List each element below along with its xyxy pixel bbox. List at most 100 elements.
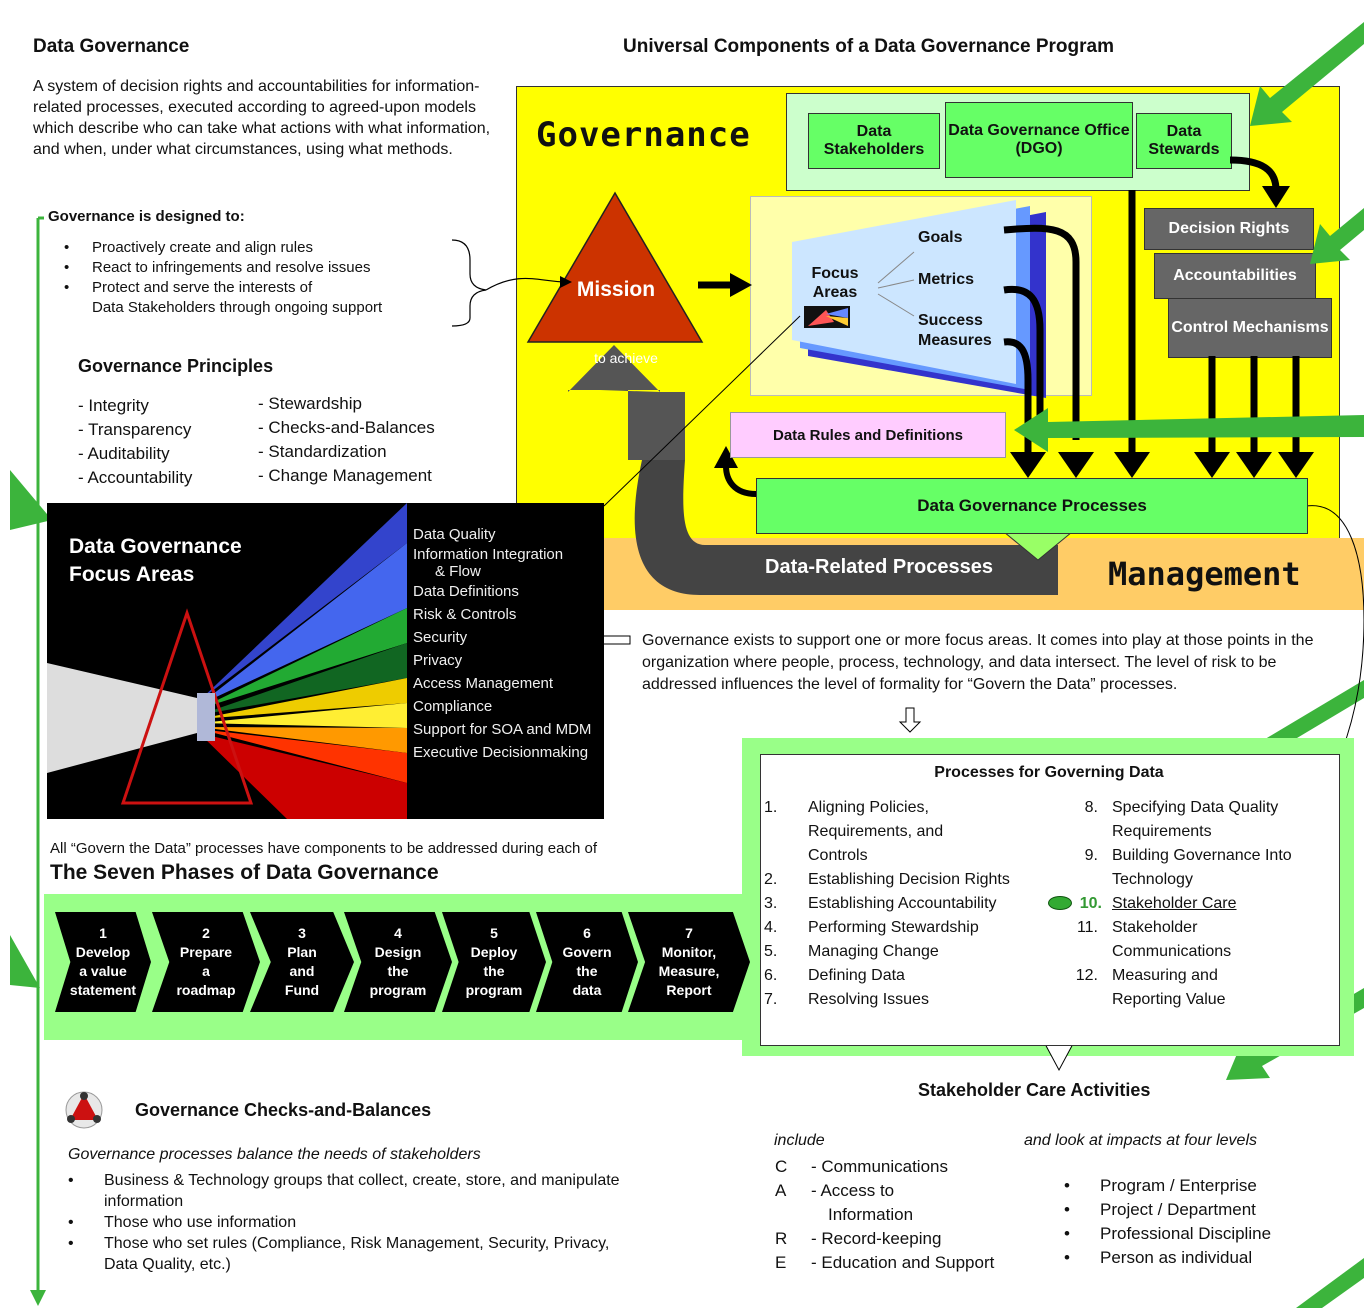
care-level: Program / Enterprise [1062, 1174, 1271, 1198]
accountabilities-box: Accountabilities [1154, 253, 1316, 299]
phases-title: The Seven Phases of Data Governance [50, 861, 439, 884]
process-text: Measuring and Reporting Value [1112, 967, 1226, 1008]
care-level: Professional Discipline [1062, 1222, 1271, 1246]
focus-area-item: Data Definitions [413, 583, 519, 600]
brace-icon [451, 239, 487, 327]
process-item: 6. Defining Data [764, 964, 1054, 988]
process-text: Establishing Accountability [808, 895, 997, 912]
checks-item: Those who set rules (Compliance, Risk Ma… [66, 1233, 626, 1275]
rules-definitions-box: Data Rules and Definitions [730, 412, 1006, 458]
process-item: 3.Establishing Accountability [764, 892, 1054, 916]
support-text: Governance exists to support one or more… [642, 632, 1314, 693]
designed-item-cont: Data Stakeholders through ongoing suppor… [92, 299, 383, 316]
processes-title: Processes for Governing Data [934, 764, 1164, 781]
principle: - Auditability [78, 444, 170, 463]
care-letters: C- Communications A- Access to Informati… [775, 1155, 994, 1275]
checks-title: Governance Checks-and-Balances [135, 1100, 432, 1120]
focus-area-item: Privacy [413, 652, 463, 669]
checks-balances-icon [65, 1091, 103, 1129]
checks-item: Those who use information [66, 1212, 626, 1233]
focus-area-item: & Flow [435, 563, 481, 580]
data-stewards-box: Data Stewards [1136, 113, 1232, 169]
focus-card [792, 200, 1016, 384]
dgo-box: Data Governance Office (DGO) [945, 102, 1133, 178]
principle: - Standardization [258, 442, 387, 461]
processes-col2: 8.Specifying Data Quality Requirements 9… [1068, 796, 1334, 1012]
principles-col2: - Stewardship - Checks-and-Balances - St… [258, 392, 435, 488]
care-letter-row: R- Record-keeping [775, 1229, 942, 1248]
principle: - Accountability [78, 468, 193, 487]
focus-area-item: Data Quality [413, 526, 496, 543]
designed-title: Governance is designed to: [48, 208, 245, 225]
care-level: Project / Department [1062, 1198, 1271, 1222]
process-number: 9. [1084, 847, 1098, 864]
process-item: 9.Building Governance Into Technology [1068, 844, 1334, 892]
process-number: 1. [764, 799, 778, 816]
principles-col1: - Integrity - Transparency - Auditabilit… [78, 394, 192, 490]
dg-processes-box: Data Governance Processes [756, 478, 1308, 534]
success-measures-label: Success Measures [918, 312, 992, 349]
process-number: 2. [764, 871, 778, 888]
principle: - Change Management [258, 466, 432, 485]
process-text: Defining Data [808, 967, 905, 984]
process-number: 11. [1076, 919, 1098, 936]
page-title: Data Governance [33, 36, 190, 57]
care-title: Stakeholder Care Activities [918, 1080, 1151, 1100]
highlight-dot-icon [1048, 896, 1072, 910]
to-achieve-label: to achieve [594, 350, 658, 366]
focus-area-item: Risk & Controls [413, 606, 517, 623]
process-text: Stakeholder Communications [1112, 919, 1232, 960]
process-number: 12. [1075, 967, 1098, 984]
designed-item: React to infringements and resolve issue… [62, 258, 382, 278]
designed-item: Protect and serve the interests of [62, 278, 382, 298]
management-label: Management [1108, 555, 1301, 593]
prism-graphic [47, 503, 407, 819]
process-item: 2.Establishing Decision Rights [764, 868, 1054, 892]
focus-area-item: Security [413, 629, 468, 646]
data-related-bar [700, 545, 1058, 595]
mission-triangle [526, 191, 704, 343]
process-text[interactable]: Stakeholder Care [1112, 895, 1237, 912]
process-item: 5. Managing Change [764, 940, 1054, 964]
process-number: 6. [764, 967, 778, 984]
processes-col1: 1. Aligning Policies, Requirements, and C… [764, 796, 1054, 1012]
process-number: 8. [1084, 799, 1098, 816]
process-text: Managing Change [808, 943, 939, 960]
metrics-label: Metrics [918, 271, 975, 288]
focus-image-title: Data Governance Focus Areas [69, 533, 242, 589]
principle: - Checks-and-Balances [258, 418, 435, 437]
care-letter-row: Information [828, 1205, 914, 1224]
care-levels: Program / Enterprise Project / Departmen… [1062, 1174, 1271, 1270]
process-number: 10. [1079, 895, 1102, 912]
decision-rights-box: Decision Rights [1144, 208, 1314, 250]
designed-list: Proactively create and align rules React… [62, 238, 382, 318]
data-related-label: Data-Related Processes [765, 556, 993, 578]
care-letter-row: A- Access to [775, 1181, 895, 1200]
to-achieve-arrow [568, 345, 685, 460]
checks-subtitle: Governance processes balance the needs o… [68, 1146, 481, 1163]
definition-text: A system of decision rights and accounta… [33, 78, 491, 158]
governance-label: Governance [536, 115, 751, 155]
focus-areas-image: Data Governance Focus Areas Data Quality… [47, 503, 604, 819]
designed-item: Proactively create and align rules [62, 238, 382, 258]
focus-area-item: Access Management [413, 675, 554, 692]
focus-area-list: Data Quality Information Integration & F… [413, 523, 591, 764]
care-include: include [774, 1132, 825, 1149]
principles-title: Governance Principles [78, 356, 274, 376]
principle: - Transparency [78, 420, 192, 439]
data-stakeholders-box: Data Stakeholders [808, 113, 940, 169]
process-text: Aligning Policies, Requirements, and Con… [808, 799, 944, 864]
control-mechanisms-box: Control Mechanisms [1168, 298, 1332, 358]
goals-label: Goals [918, 229, 963, 246]
checks-list: Business & Technology groups that collec… [66, 1170, 626, 1275]
process-number: 5. [764, 943, 778, 960]
care-levels-label: and look at impacts at four levels [1024, 1132, 1258, 1149]
process-number: 7. [764, 991, 778, 1008]
phases-intro: All “Govern the Data” processes have com… [50, 840, 597, 857]
